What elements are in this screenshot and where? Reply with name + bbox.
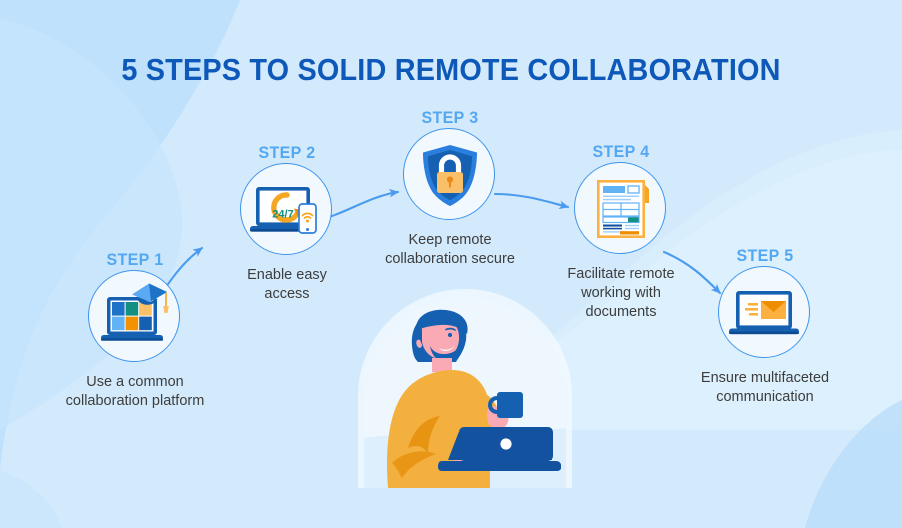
step-2: STEP 2 24/7	[172, 143, 402, 304]
step-3-circle	[403, 128, 495, 220]
mug-handle	[488, 396, 498, 414]
eyebrow	[445, 327, 456, 331]
shield-padlock-icon	[422, 145, 478, 206]
step-5-caption-line-1: Ensure multifaceted	[700, 370, 830, 386]
step-4-caption-line-3: documents	[585, 304, 657, 320]
step-1-caption: Use a common collaboration platform	[20, 366, 250, 411]
step-2-caption-line-1: Enable easy	[247, 267, 327, 283]
step-3-icon-wrap	[335, 128, 565, 224]
laptop-247-phone-wifi-icon: 24/7	[250, 187, 317, 234]
laptop-grid-graduation-cap-icon	[101, 283, 169, 341]
step-3: STEP 3 Keep remote collaboratio	[335, 108, 565, 269]
step-2-icon-wrap: 24/7	[172, 163, 402, 259]
step-1-icon-wrap	[20, 270, 250, 366]
sweater-fold	[408, 416, 440, 454]
person-with-laptop-and-mug-illustration	[358, 289, 572, 488]
step-1-label: STEP 1	[106, 250, 164, 269]
hair-top	[415, 309, 468, 334]
step-2-caption-line-2: access	[264, 286, 310, 302]
arrow-step3-to-step4	[493, 192, 570, 210]
step-3-caption-line-1: Keep remote	[408, 232, 492, 248]
arrow-step4-to-step5	[662, 250, 722, 295]
laptop-envelope-icon	[729, 291, 799, 335]
step-1-caption-line-1: Use a common	[86, 374, 184, 390]
laptop-base	[438, 461, 561, 471]
step-1: STEP 1	[20, 250, 250, 411]
step-4-caption-line-2: working with	[581, 285, 661, 301]
sweater-fold-2	[392, 451, 436, 478]
page-title: 5 STEPS TO SOLID REMOTE COLLABORATION	[121, 52, 781, 87]
step-2-caption: Enable easy access	[172, 259, 402, 304]
step-2-icon-text: 24/7	[272, 209, 293, 221]
step-3-caption-line-2: collaboration secure	[385, 251, 515, 267]
step-4-caption-line-1: Facilitate remote	[567, 266, 675, 282]
beard-front	[430, 342, 462, 362]
step-5: STEP 5 Ensure multifaceted	[650, 246, 880, 407]
step-2-label: STEP 2	[258, 143, 316, 162]
step-1-circle	[88, 270, 180, 362]
step-4-icon-wrap	[506, 162, 736, 258]
neck	[432, 358, 452, 372]
document-form-icon	[597, 180, 649, 238]
blob-top-left-inner	[0, 18, 183, 430]
step-4-label: STEP 4	[592, 142, 650, 161]
step-5-caption: Ensure multifaceted communication	[650, 362, 880, 407]
ear	[416, 339, 422, 348]
step-5-icon-wrap	[650, 266, 880, 362]
step-2-circle: 24/7	[240, 163, 332, 255]
laptop-logo	[500, 438, 512, 450]
step-1-caption-line-2: collaboration platform	[65, 393, 205, 409]
step-5-circle	[718, 266, 810, 358]
step-3-label: STEP 3	[421, 108, 479, 127]
step-3-caption: Keep remote collaboration secure	[335, 224, 565, 269]
step-5-label: STEP 5	[736, 246, 794, 265]
step-4: STEP 4	[506, 142, 736, 322]
smile	[439, 345, 455, 352]
blue-mug	[497, 392, 523, 418]
blob-bottom-left	[0, 470, 62, 528]
blob-bottom-right	[805, 400, 902, 528]
step-4-circle	[574, 162, 666, 254]
step-4-caption: Facilitate remote working with documents	[506, 258, 736, 322]
step-5-caption-line-2: communication	[716, 389, 814, 405]
eye	[447, 332, 453, 338]
